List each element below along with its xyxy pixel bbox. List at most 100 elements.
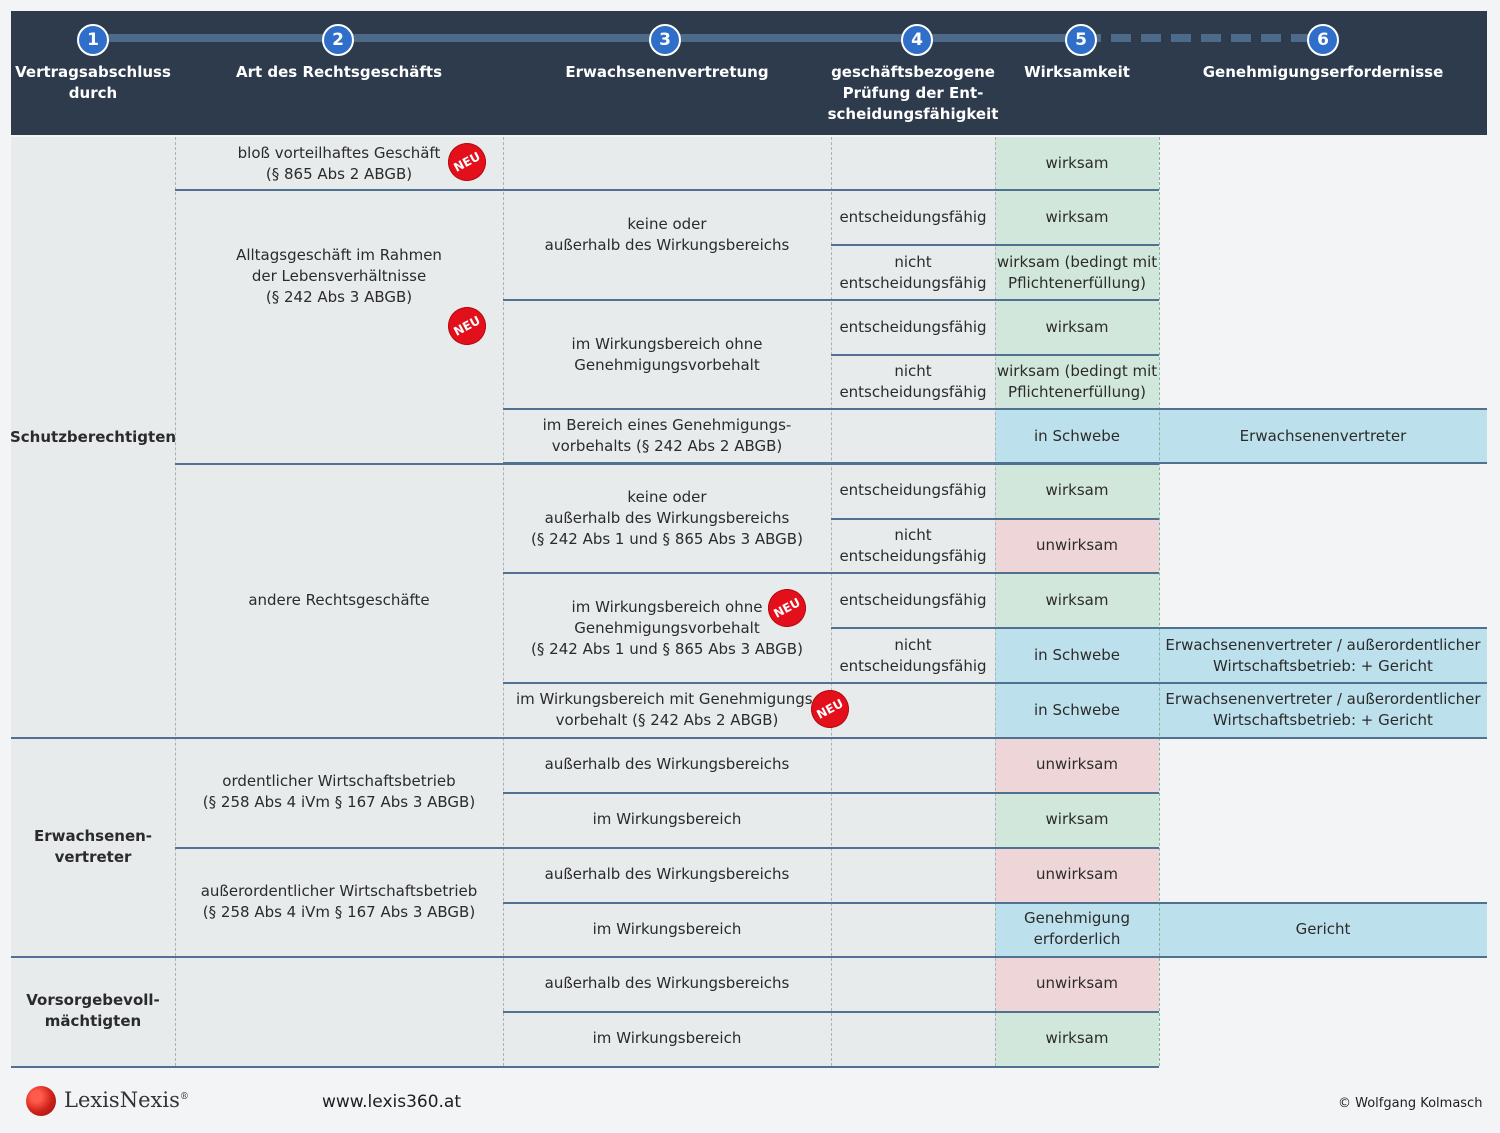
- erwachsenenvertretung-label: außerhalb des Wirkungsbereichs: [544, 974, 790, 992]
- rechtsgeschaeft-label: außerordentlicher Wirtschaftsbetrieb (§ …: [200, 881, 478, 921]
- row-divider: [503, 462, 1487, 464]
- erwachsenenvertretung-label: im Wirkungsbereich: [592, 919, 742, 938]
- entscheidungsfaehigkeit-label: entscheidungsfähig: [839, 318, 987, 336]
- wirksamkeit-cell: wirksam: [995, 300, 1159, 355]
- column-header-label: Art des Rechtsgeschäfts: [235, 63, 442, 81]
- row-divider: [503, 572, 1159, 574]
- lexisnexis-logo-icon: [26, 1086, 56, 1116]
- wirksamkeit-cell: wirksam: [995, 573, 1159, 628]
- wirksamkeit-cell: wirksam: [995, 190, 1159, 245]
- wirksamkeit-cell: in Schwebe: [995, 628, 1159, 683]
- wirksamkeit-cell: wirksam: [995, 792, 1159, 847]
- row-divider: [503, 792, 1159, 794]
- rechtsgeschaeft-label: andere Rechtsgeschäfte: [248, 590, 430, 609]
- entscheidungsfaehigkeit-label: entscheidungsfähig: [839, 591, 987, 609]
- step-number-4: 4: [901, 24, 933, 56]
- column-divider: [503, 137, 504, 1066]
- erwachsenenvertretung-label: außerhalb des Wirkungsbereichs: [544, 755, 790, 773]
- brand-logo-text: LexisNexis®: [64, 1088, 189, 1112]
- entscheidungsfaehigkeit-label: entscheidungsfähig: [839, 481, 987, 499]
- erwachsenenvertretung-label: im Wirkungsbereich: [592, 810, 742, 828]
- row-divider: [831, 627, 1487, 629]
- erwachsenenvertretung-label: keine oder außerhalb des Wirkungsbereich…: [544, 215, 790, 254]
- erwachsenenvertretung-label: im Wirkungsbereich ohne Genehmigungsvorb…: [531, 597, 803, 658]
- column-header-label: Wirksamkeit: [1024, 63, 1130, 81]
- wirksamkeit-cell: wirksam (bedingt mit Pflichtenerfüllung): [995, 355, 1159, 409]
- wirksamkeit-cell: Genehmigung erforderlich: [995, 902, 1159, 956]
- row-divider: [995, 189, 1159, 191]
- row-divider: [11, 737, 1487, 739]
- vertragspartner-label: Schutzberechtigten: [9, 427, 177, 446]
- row-divider: [503, 682, 1487, 684]
- row-divider: [1159, 462, 1487, 464]
- entscheidungsfaehigkeit-label: nicht entscheidungsfähig: [839, 362, 987, 401]
- entscheidungsfaehigkeit-label: nicht entscheidungsfähig: [839, 635, 987, 675]
- rechtsgeschaeft-label: Alltagsgeschäft im Rahmen der Lebensverh…: [236, 246, 442, 306]
- row-divider: [503, 1011, 1159, 1013]
- column-divider: [831, 137, 832, 1066]
- column-header-5: Wirksamkeit: [995, 62, 1159, 83]
- genehmigung-cell: Erwachsenenvertreter / außerordentlicher…: [1159, 628, 1487, 683]
- erwachsenenvertretung-label: im Bereich eines Genehmigungs- vorbehalt…: [542, 416, 792, 455]
- column-header-4: geschäftsbezogene Prüfung der Ent- schei…: [828, 62, 999, 125]
- column-divider: [995, 137, 996, 1066]
- row-divider: [175, 847, 1159, 849]
- row-divider: [1159, 956, 1487, 958]
- erwachsenenvertretung-label: keine oder außerhalb des Wirkungsbereich…: [531, 487, 803, 548]
- column-header-6: Genehmigungserfordernisse: [1159, 62, 1487, 83]
- genehmigung-cell: Erwachsenenvertreter / außerordentlicher…: [1159, 683, 1487, 737]
- step-number-2: 2: [322, 24, 354, 56]
- rechtsgeschaeft-label: ordentlicher Wirtschaftsbetrieb (§ 258 A…: [202, 772, 476, 811]
- wirksamkeit-cell: wirksam: [995, 463, 1159, 518]
- progress-track: [93, 34, 1081, 42]
- row-divider: [503, 299, 995, 301]
- column-divider: [175, 137, 176, 1066]
- wirksamkeit-cell: unwirksam: [995, 956, 1159, 1011]
- erwachsenenvertretung-label: außerhalb des Wirkungsbereichs: [544, 865, 790, 883]
- entscheidungsfaehigkeit-label: nicht entscheidungsfähig: [839, 252, 987, 292]
- copyright-text: © Wolfgang Kolmasch: [1338, 1096, 1483, 1111]
- entscheidungsfaehigkeit-label: entscheidungsfähig: [839, 208, 987, 226]
- row-divider: [175, 463, 1159, 465]
- column-header-3: Erwachsenenvertretung: [503, 62, 831, 83]
- step-number-3: 3: [649, 24, 681, 56]
- column-header-1: Vertragsabschluss durch: [11, 62, 175, 104]
- row-divider: [11, 1066, 1159, 1068]
- column-header-2: Art des Rechtsgeschäfts: [175, 62, 503, 83]
- step-number-1: 1: [77, 24, 109, 56]
- wirksamkeit-cell: in Schwebe: [995, 409, 1159, 463]
- wirksamkeit-cell: unwirksam: [995, 518, 1159, 573]
- progress-track-dashed: [1081, 34, 1321, 42]
- vertragspartner-label: Vorsorgebevoll- mächtigten: [26, 991, 160, 1030]
- wirksamkeit-cell: in Schwebe: [995, 683, 1159, 737]
- wirksamkeit-cell: unwirksam: [995, 847, 1159, 902]
- erwachsenenvertretung-label: im Wirkungsbereich mit Genehmigungs- vor…: [515, 690, 819, 729]
- rechtsgeschaeft-label: bloß vorteilhaftes Geschäft (§ 865 Abs 2…: [237, 143, 441, 183]
- entscheidungsfaehigkeit-label: nicht entscheidungsfähig: [839, 525, 987, 565]
- row-divider: [995, 299, 1159, 301]
- vertragspartner-label: Erwachsenen- vertreter: [33, 826, 153, 866]
- row-divider: [1159, 902, 1487, 904]
- row-divider: [831, 518, 1159, 520]
- header-bar: [11, 11, 1487, 135]
- body-background: [11, 137, 1159, 1066]
- genehmigung-cell: Gericht: [1159, 902, 1487, 956]
- wirksamkeit-cell: wirksam: [995, 137, 1159, 190]
- row-divider: [503, 902, 1159, 904]
- column-header-label: geschäftsbezogene Prüfung der Ent- schei…: [827, 63, 999, 123]
- row-divider: [503, 408, 1487, 410]
- column-header-label: Erwachsenenvertretung: [565, 63, 769, 81]
- row-divider: [831, 244, 1159, 246]
- column-header-label: Genehmigungserfordernisse: [1202, 63, 1444, 81]
- website-link[interactable]: www.lexis360.at: [322, 1092, 462, 1112]
- row-divider: [1159, 737, 1487, 739]
- step-number-5: 5: [1065, 24, 1097, 56]
- genehmigung-cell: Erwachsenenvertreter: [1159, 409, 1487, 463]
- erwachsenenvertretung-label: im Wirkungsbereich: [592, 1029, 742, 1047]
- row-divider: [175, 189, 1159, 191]
- wirksamkeit-cell: wirksam (bedingt mit Pflichtenerfüllung): [995, 245, 1159, 300]
- row-divider: [11, 956, 1159, 958]
- wirksamkeit-cell: wirksam: [995, 1011, 1159, 1066]
- wirksamkeit-cell: unwirksam: [995, 737, 1159, 792]
